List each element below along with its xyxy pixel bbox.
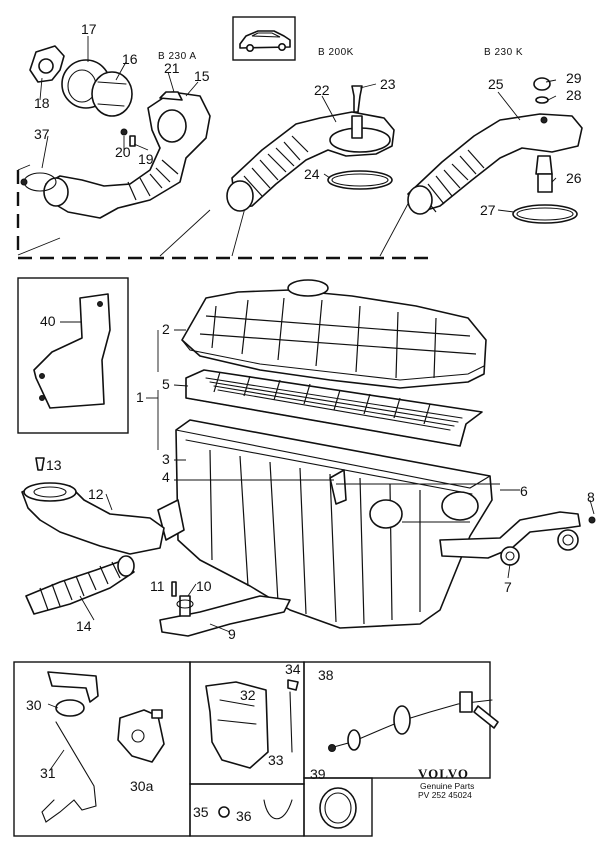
callout-21: 21	[164, 60, 180, 76]
part-40-inset	[17, 277, 129, 434]
part-38-cable	[328, 691, 499, 752]
callout-37: 37	[34, 126, 50, 142]
engine-label-b230k: B 230 K	[484, 47, 524, 58]
part-25-29-b230k-hose	[407, 77, 583, 224]
engine-label-b230a: B 230 A	[158, 51, 197, 62]
part-17-18-intake-pieces	[29, 45, 133, 117]
part-5-filter-element	[185, 369, 483, 447]
callout-14: 14	[76, 618, 92, 634]
callout-18: 18	[34, 95, 50, 111]
callout-2: 2	[162, 321, 170, 337]
callout-35: 35	[193, 804, 209, 820]
callout-27: 27	[480, 202, 496, 218]
part-40-bracket	[33, 293, 111, 409]
callout-7: 7	[504, 579, 512, 595]
callout-23: 23	[380, 76, 396, 92]
part-12-14-intake	[21, 457, 165, 615]
part-6-8-bracket	[439, 511, 596, 566]
callout-6: 6	[520, 483, 528, 499]
callout-28: 28	[566, 87, 582, 103]
volvo-logo: VOLVO	[418, 766, 469, 781]
vehicle-thumbnail	[232, 16, 296, 61]
part-2-air-cleaner-lid	[181, 279, 487, 389]
part-32-34-shield	[205, 679, 299, 769]
callout-15: 15	[194, 68, 210, 84]
callout-30: 30	[26, 697, 42, 713]
part-35-36-clip	[218, 799, 293, 820]
callout-10: 10	[196, 578, 212, 594]
callout-4: 4	[162, 469, 170, 485]
callout-34: 34	[285, 661, 301, 677]
part-3-air-cleaner-housing	[157, 419, 493, 629]
footer-part-code: PV 252 45024	[418, 790, 472, 800]
footer-subtitle: Genuine Parts	[420, 781, 475, 791]
callout-1: 1	[136, 389, 144, 405]
inset-39	[303, 777, 373, 837]
callout-11: 11	[150, 578, 165, 594]
callout-19: 19	[138, 151, 154, 167]
callout-36: 36	[236, 808, 252, 824]
part-30-31-clamps	[41, 671, 165, 823]
inset-30-31	[13, 661, 191, 837]
engine-label-b200k: B 200K	[318, 47, 354, 58]
part-9-bracket	[159, 581, 291, 637]
callout-40: 40	[40, 313, 56, 329]
callout-39: 39	[310, 766, 326, 782]
callout-29: 29	[566, 70, 582, 86]
callout-5: 5	[162, 376, 170, 392]
callout-16: 16	[122, 51, 138, 67]
callout-30a: 30a	[130, 778, 154, 794]
callout-3: 3	[162, 451, 170, 467]
callout-8: 8	[587, 489, 595, 505]
callout-31: 31	[40, 765, 56, 781]
callout-26: 26	[566, 170, 582, 186]
callout-24: 24	[304, 166, 320, 182]
callout-33: 33	[268, 752, 284, 768]
callout-25: 25	[488, 76, 504, 92]
callout-32: 32	[240, 687, 256, 703]
callout-20: 20	[115, 144, 131, 160]
callout-17: 17	[81, 21, 97, 37]
callout-22: 22	[314, 82, 330, 98]
callout-12: 12	[88, 486, 104, 502]
separator-dashed-line	[16, 170, 430, 260]
part-22-24-b200k-hose	[226, 85, 395, 212]
part-15-37-hose	[20, 91, 211, 219]
callout-38: 38	[318, 667, 334, 683]
callout-9: 9	[228, 626, 236, 642]
callout-13: 13	[46, 457, 62, 473]
part-39-clamp	[319, 787, 357, 829]
